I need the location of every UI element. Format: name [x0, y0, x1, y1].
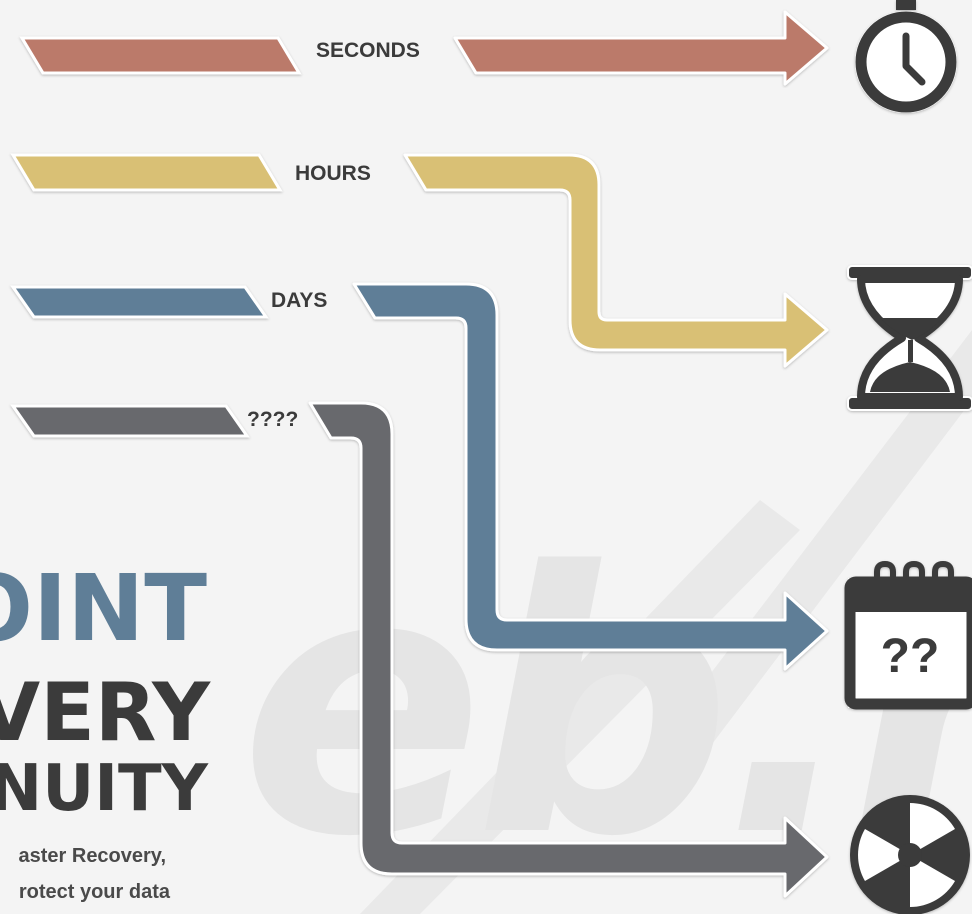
stopwatch-icon — [855, 0, 957, 113]
title-line-3: NUITY — [0, 752, 209, 826]
title-line-1: OINT — [0, 555, 207, 662]
days-label: DAYS — [271, 289, 327, 312]
calendar-question-text: ?? — [881, 630, 940, 683]
seconds-label: SECONDS — [316, 39, 420, 62]
lane-unknown — [10, 401, 829, 898]
lane-seconds — [19, 10, 829, 86]
lane-days — [10, 282, 829, 671]
title-line-2: VERY — [0, 666, 211, 759]
days-arrow — [352, 282, 829, 671]
unknown-label: ???? — [247, 408, 298, 431]
seconds-band-left — [19, 36, 302, 75]
hours-arrow — [403, 153, 829, 368]
seconds-arrow — [453, 10, 829, 86]
radiation-icon — [850, 795, 970, 914]
subtitle-line-2: rotect your data — [19, 881, 171, 903]
title-block: OINT VERY NUITY aster Recovery, rotect y… — [0, 555, 211, 903]
hours-label: HOURS — [295, 162, 371, 185]
unknown-arrow — [308, 401, 829, 898]
hours-band-left — [10, 153, 283, 192]
calendar-icon: ?? — [844, 560, 972, 710]
subtitle-line-1: aster Recovery, — [19, 845, 167, 867]
hourglass-icon — [847, 265, 972, 411]
days-band-left — [10, 285, 269, 319]
lane-hours — [10, 153, 829, 368]
unknown-band-left — [10, 404, 250, 438]
